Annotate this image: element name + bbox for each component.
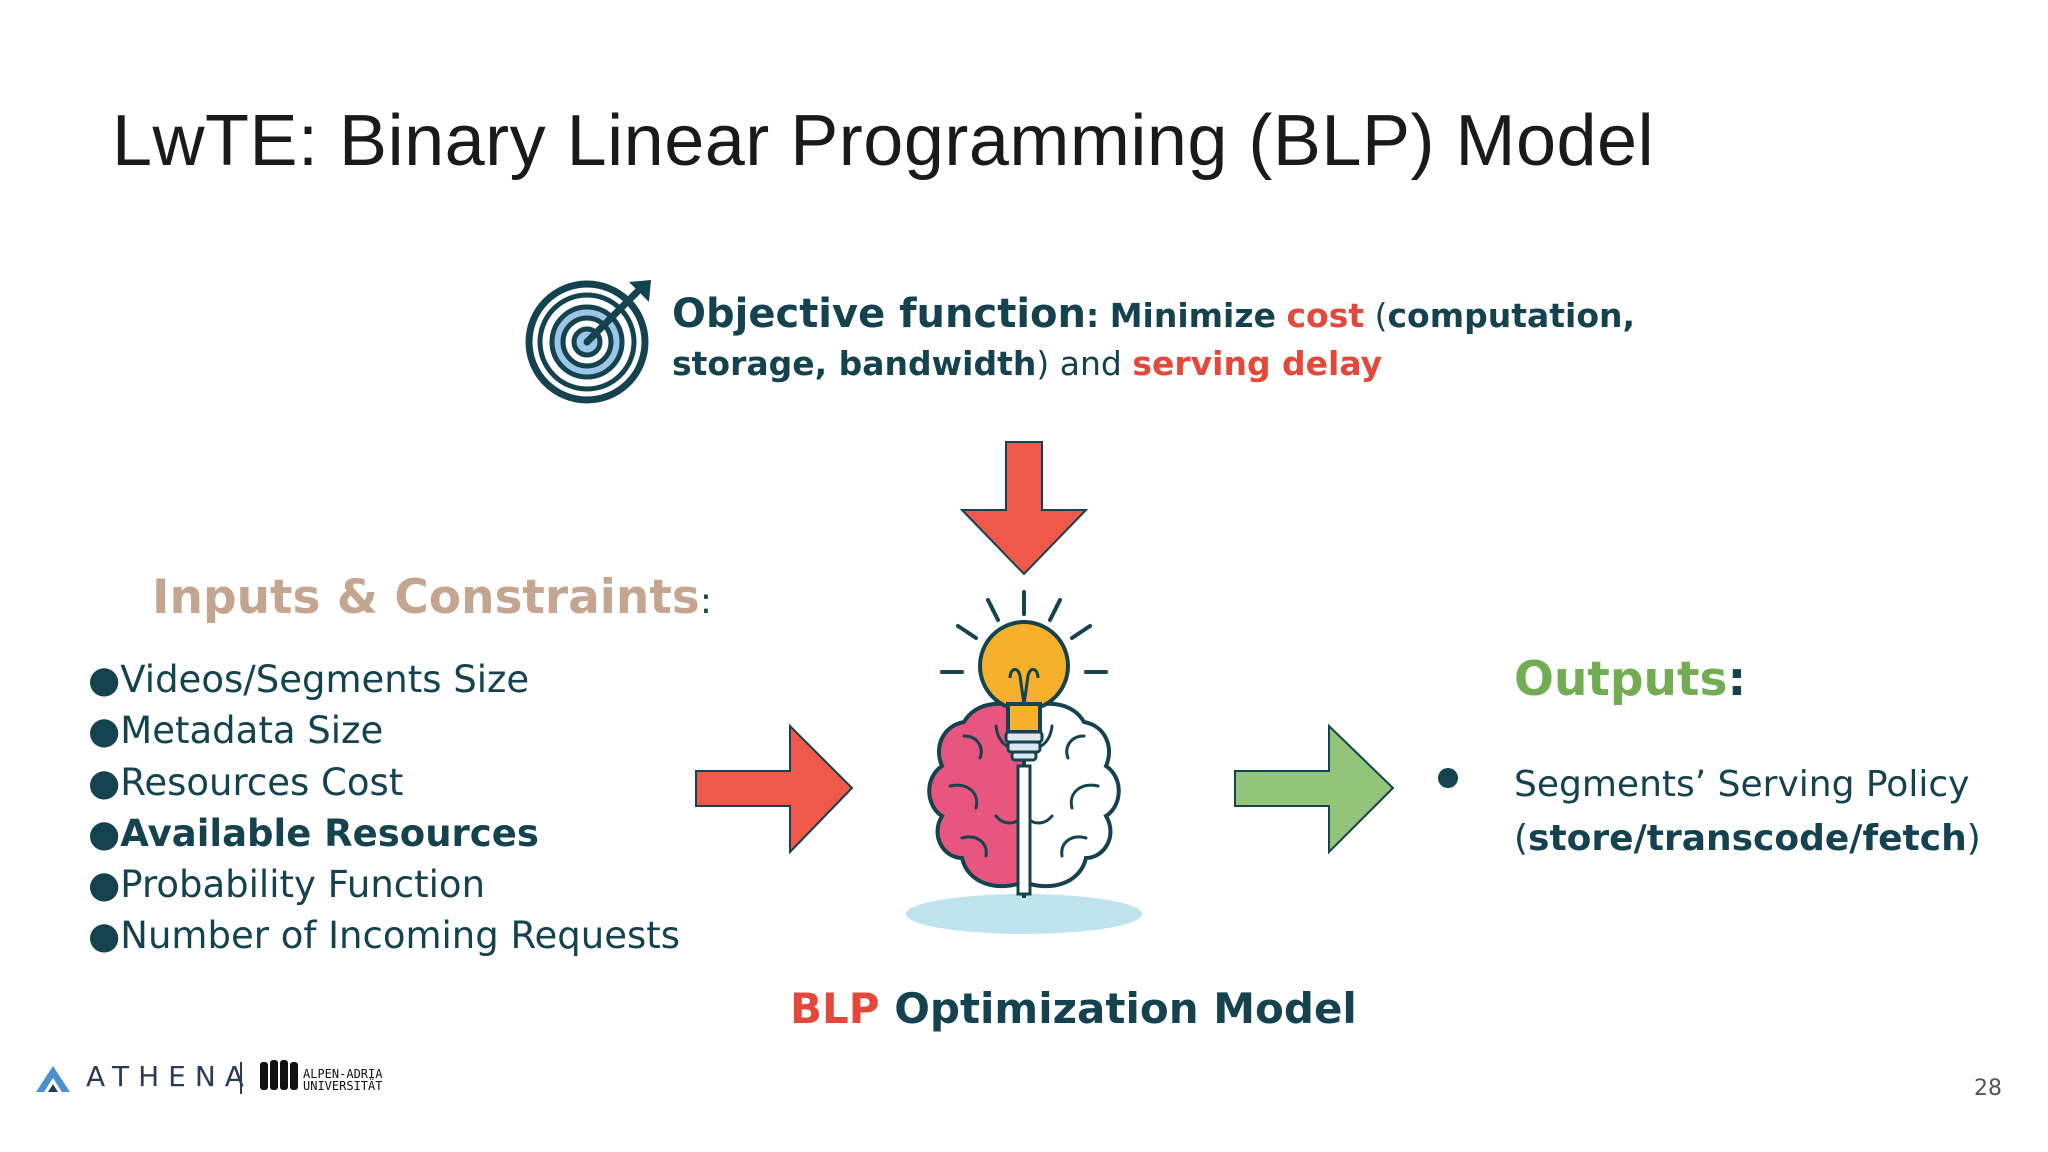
objective-colon: :: [1086, 296, 1100, 335]
inputs-heading: Inputs & Constraints:: [152, 570, 712, 625]
output-text: Segments’ Serving Policy (store/transcod…: [1514, 758, 1981, 866]
brain-lightbulb-icon: [906, 590, 1142, 934]
outputs-heading-colon: :: [1727, 652, 1747, 707]
down-arrow-icon: [959, 441, 1089, 576]
right-arrow-green-icon: [1234, 723, 1395, 855]
list-item: ●Probability Function: [88, 863, 486, 907]
output-bullet-icon: [1438, 768, 1458, 788]
university-line-1: ALPEN-ADRIA: [303, 1067, 383, 1081]
objective-paren-open: (: [1374, 296, 1388, 335]
inputs-heading-colon: :: [699, 581, 712, 622]
athena-logo-text: ATHENA: [86, 1060, 253, 1093]
output-paren-open: (: [1514, 818, 1529, 859]
list-item: ●Available Resources: [88, 811, 539, 855]
input-item-text: Metadata Size: [120, 709, 384, 753]
objective-cost: cost: [1286, 296, 1365, 335]
model-caption: BLP Optimization Model: [790, 984, 1357, 1033]
list-item: ●Resources Cost: [88, 760, 404, 804]
objective-and: and: [1059, 344, 1122, 383]
objective-function: Objective function: Minimize cost (compu…: [672, 290, 1672, 388]
input-item-text: Number of Incoming Requests: [120, 914, 681, 958]
objective-paren-close: ): [1036, 344, 1050, 383]
athena-logo-icon: [36, 1066, 70, 1092]
objective-minimize: Minimize: [1109, 296, 1276, 335]
output-line-2: (store/transcode/fetch): [1514, 812, 1981, 866]
inputs-list: ●Videos/Segments Size ●Metadata Size ●Re…: [88, 654, 680, 962]
model-caption-blp: BLP: [790, 984, 880, 1033]
university-line-2: UNIVERSITÄT: [303, 1079, 383, 1093]
objective-cost-items: computation, storage, bandwidth: [672, 296, 1636, 383]
list-item: ●Videos/Segments Size: [88, 658, 530, 701]
right-arrow-red-icon: [695, 723, 854, 855]
input-item-text: Probability Function: [120, 863, 486, 907]
list-item: ●Metadata Size: [88, 709, 384, 753]
output-policy-options: store/transcode/fetch: [1528, 818, 1967, 859]
slide-title: LwTE: Binary Linear Programming (BLP) Mo…: [112, 101, 1655, 181]
inputs-heading-text: Inputs & Constraints: [152, 570, 700, 625]
output-line-1: Segments’ Serving Policy: [1514, 764, 1970, 805]
outputs-heading-text: Outputs: [1514, 652, 1728, 707]
university-logo-icon: [260, 1060, 298, 1090]
page-number: 28: [1974, 1076, 2002, 1101]
target-icon: [525, 280, 651, 404]
input-item-text: Available Resources: [120, 811, 539, 855]
model-caption-text: Optimization Model: [894, 984, 1357, 1033]
list-item: ●Number of Incoming Requests: [88, 914, 681, 958]
input-item-text: Resources Cost: [120, 760, 404, 804]
university-logo-text: ALPEN-ADRIA UNIVERSITÄT: [303, 1068, 382, 1092]
outputs-heading: Outputs:: [1514, 652, 1746, 707]
objective-label: Objective function: [672, 291, 1087, 337]
objective-delay: serving delay: [1132, 344, 1383, 383]
input-item-text: Videos/Segments Size: [120, 658, 530, 701]
logo-divider: [240, 1062, 242, 1094]
output-paren-close: ): [1966, 818, 1981, 859]
